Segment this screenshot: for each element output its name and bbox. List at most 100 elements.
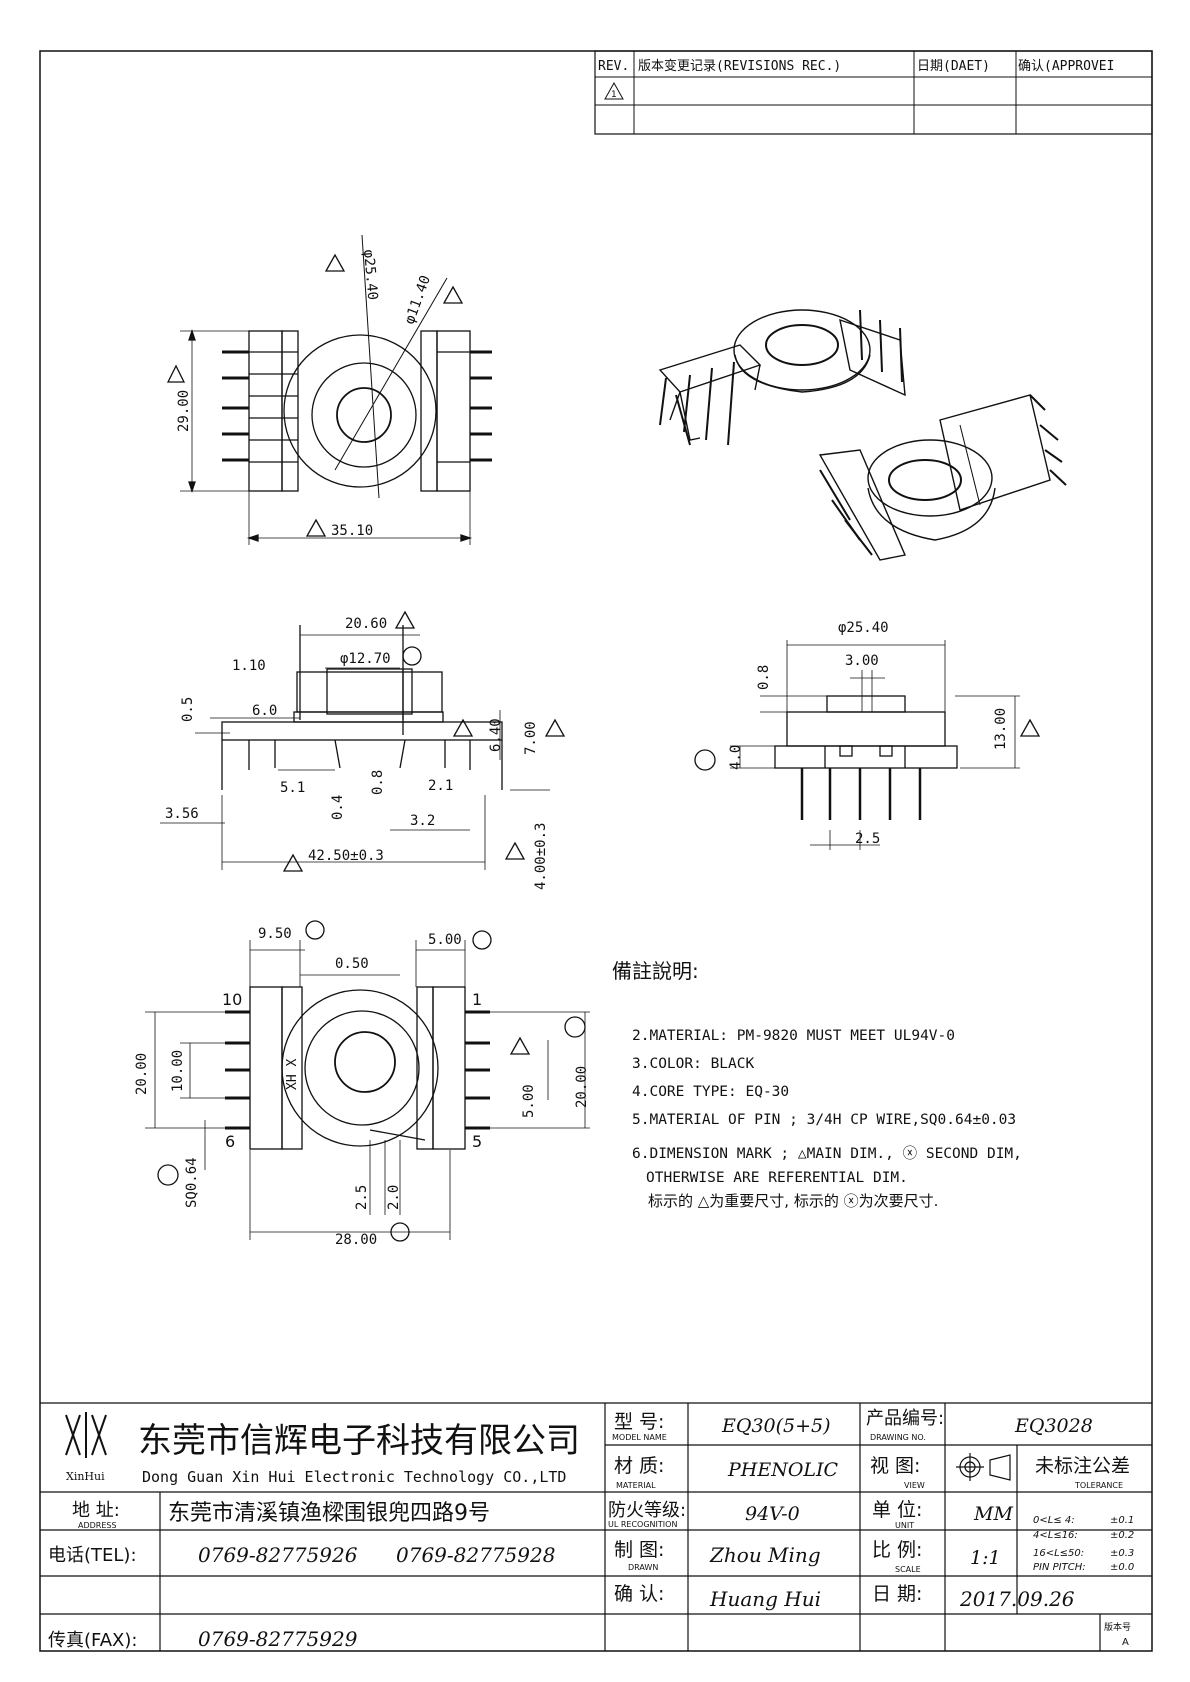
tol-row-2-range: 4<L≤16: (1033, 1530, 1078, 1541)
tolerance-label-en: TOLERANCE (1074, 1481, 1123, 1490)
dim-front-3-56: 3.56 (165, 806, 199, 822)
notes-title: 備註說明: (612, 959, 699, 983)
drawn-label: 制 图: (614, 1539, 664, 1561)
note-line-3: 3.COLOR: BLACK (632, 1056, 754, 1072)
dim-top-inner-dia: φ11.40 (402, 273, 434, 326)
model-label: 型 号: (614, 1411, 664, 1433)
model-value: EQ30(5+5) (721, 1415, 831, 1437)
revisions-table: REV. 版本变更记录(REVISIONS REC.) 日期(DAET) 确认(… (594, 50, 1153, 135)
dim-side-dia: φ25.40 (838, 620, 889, 636)
dim-bottom-28-00: 28.00 (335, 1232, 377, 1248)
fax-value: 0769-82775929 (198, 1627, 358, 1651)
tol-row-4-value: ±0.0 (1110, 1562, 1134, 1573)
tolerance-label: 未标注公差 (1035, 1455, 1130, 1477)
rev-header-rev: REV. (598, 59, 629, 74)
address-value: 东莞市清溪镇渔樑围银兜四路9号 (168, 1501, 490, 1526)
xinhui-logo (65, 1412, 107, 1458)
rev-row1-mark: 1 (611, 90, 617, 100)
dim-front-1-10: 1.10 (232, 658, 266, 674)
notes: 備註說明: 2.MATERIAL: PM-9820 MUST MEET UL94… (612, 959, 1022, 1210)
dim-front-0-4: 0.4 (330, 795, 346, 820)
dim-front-7-00: 7.00 (523, 721, 539, 755)
note-line-2: 2.MATERIAL: PM-9820 MUST MEET UL94V-0 (632, 1028, 955, 1044)
address-label-en: ADDRESS (78, 1521, 117, 1530)
sheet-border (39, 50, 1153, 1652)
confirm-value: Huang Hui (709, 1587, 821, 1611)
view-label-en: VIEW (904, 1481, 925, 1490)
unit-value: MM (973, 1503, 1013, 1525)
bottom-view (145, 920, 590, 1242)
dim-bottom-20-00-left: 20.00 (134, 1053, 150, 1095)
title-block-text: XinHui 东莞市信辉电子科技有限公司 Dong Guan Xin Hui E… (48, 1408, 1134, 1651)
address-label: 地 址: (72, 1500, 120, 1521)
front-view (160, 610, 566, 872)
dim-front-4-00: 4.00±0.3 (533, 823, 549, 890)
tel-label: 电话(TEL): (48, 1545, 137, 1566)
dim-bottom-sq: SQ0.64 (184, 1157, 200, 1208)
drawn-value: Zhou Ming (709, 1543, 821, 1567)
drawing-no-value: EQ3028 (1014, 1415, 1093, 1437)
unit-label: 单 位: (872, 1499, 922, 1521)
dim-bottom-2-0: 2.0 (386, 1185, 402, 1210)
tol-row-4-range: PIN PITCH: (1033, 1562, 1086, 1573)
rev-triangle-icon (604, 81, 624, 100)
note-line-6b: OTHERWISE ARE REFERENTIAL DIM. (646, 1170, 908, 1186)
material-label: 材 质: (614, 1455, 664, 1477)
rev-header-record: 版本变更记录(REVISIONS REC.) (638, 58, 841, 74)
scale-value: 1:1 (970, 1547, 1001, 1569)
ul-value: 94V-0 (745, 1503, 800, 1525)
ul-label-en: UL RECOGNITION (608, 1520, 677, 1529)
dim-side-4-0: 4.0 (728, 745, 744, 770)
dim-side-3-00: 3.00 (845, 653, 879, 669)
confirm-label: 确 认: (614, 1583, 664, 1605)
dim-front-top: 20.60 (345, 616, 387, 632)
tel-value-1: 0769-82775926 (198, 1543, 358, 1567)
unit-label-en: UNIT (895, 1521, 914, 1530)
rev-header-approve: 确认(APPROVEI (1018, 59, 1114, 74)
model-label-en: MODEL NAME (612, 1433, 667, 1442)
tol-row-3-range: 16<L≤50: (1033, 1548, 1084, 1559)
note-line-5: 5.MATERIAL OF PIN ; 3/4H CP WIRE,SQ0.64±… (632, 1112, 1016, 1128)
dim-front-6-40: 6.40 (488, 718, 504, 752)
dim-front-6-0: 6.0 (252, 703, 277, 719)
isometric-views (658, 309, 1067, 561)
dim-front-2-1: 2.1 (428, 778, 453, 794)
note-line-4: 4.CORE TYPE: EQ-30 (632, 1084, 789, 1100)
ul-label: 防火等级: (608, 1500, 686, 1521)
dim-top-outer-dia: φ25.40 (360, 249, 380, 301)
scale-label: 比 例: (872, 1539, 922, 1561)
drawn-label-en: DRAWN (628, 1563, 658, 1572)
tel-value-2: 0769-82775928 (396, 1543, 555, 1567)
bottom-marking: XH X (285, 1059, 300, 1090)
company-name-cn: 东莞市信辉电子科技有限公司 (138, 1421, 580, 1461)
pin-label-5: 5 (472, 1132, 482, 1151)
tol-row-1-range: 0<L≤ 4: (1033, 1515, 1075, 1526)
tol-row-2-value: ±0.2 (1110, 1530, 1134, 1541)
dim-bottom-10-00: 10.00 (170, 1050, 186, 1092)
bottom-view-labels: 9.50 0.50 5.00 20.00 10.00 SQ0.64 5.00 2… (134, 926, 590, 1248)
dim-front-hole: φ12.70 (340, 651, 391, 667)
dim-front-0-5: 0.5 (180, 697, 196, 722)
rev-value: A (1122, 1637, 1129, 1648)
dim-front-0-8: 0.8 (370, 770, 386, 795)
dim-bottom-5-00-side: 5.00 (521, 1084, 537, 1118)
drawing-no-label: 产品编号: (866, 1408, 944, 1429)
dim-bottom-9-50: 9.50 (258, 926, 292, 942)
dim-side-13-00: 13.00 (993, 708, 1009, 750)
fax-label: 传真(FAX): (48, 1630, 137, 1651)
tol-row-1-value: ±0.1 (1110, 1515, 1134, 1526)
date-value: 2017.09.26 (959, 1587, 1075, 1611)
projection-symbol-icon (956, 1453, 1011, 1481)
dim-bottom-2-5: 2.5 (354, 1185, 370, 1210)
material-label-en: MATERIAL (616, 1481, 656, 1490)
pin-label-1: 1 (472, 990, 482, 1009)
top-view-labels: φ25.40 φ11.40 29.00 35.10 (176, 249, 434, 539)
material-value: PHENOLIC (727, 1459, 839, 1481)
note-line-6: 6.DIMENSION MARK ; △MAIN DIM., ⓧ SECOND … (632, 1145, 1022, 1162)
dim-top-height: 29.00 (176, 390, 192, 432)
dim-bottom-5-00-top: 5.00 (428, 932, 462, 948)
view-label: 视 图: (870, 1455, 920, 1477)
rev-label: 版本号 (1104, 1621, 1131, 1633)
scale-label-en: SCALE (895, 1565, 921, 1574)
